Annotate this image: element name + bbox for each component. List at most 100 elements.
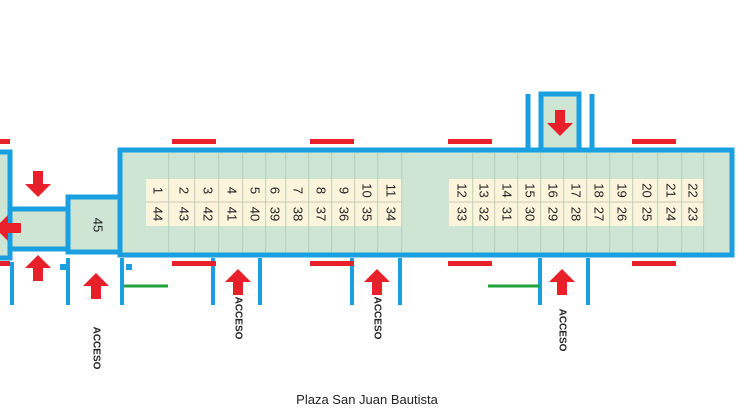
stall-number-bottom: 29 — [546, 207, 561, 221]
access-label: ACCESO — [90, 327, 101, 370]
stall-pair[interactable]: 3 42 — [201, 187, 216, 221]
stall-bank — [146, 179, 402, 226]
stall-number-top: 8 — [314, 187, 329, 194]
stall-number-bottom: 25 — [640, 207, 655, 221]
stall-number: 45 — [91, 218, 106, 232]
stall-bank — [449, 179, 704, 226]
stall-number-bottom: 37 — [314, 207, 329, 221]
marker-top — [632, 139, 676, 144]
stall-number-top: 9 — [337, 187, 352, 194]
stall-number-top: 5 — [248, 187, 263, 194]
bollard — [60, 264, 66, 270]
stall-number-bottom: 30 — [523, 207, 538, 221]
stall-pair[interactable]: 13 32 — [477, 183, 492, 221]
stall-pair[interactable]: 22 23 — [686, 183, 701, 221]
stall-pair[interactable]: 14 31 — [500, 183, 515, 221]
stall-pair[interactable]: 8 37 — [314, 187, 329, 221]
stall-number-bottom: 33 — [455, 207, 470, 221]
stall-number-top: 22 — [686, 183, 701, 197]
arrow-down-icon — [25, 171, 51, 197]
stall-number-top: 6 — [268, 187, 283, 194]
stall-number-bottom: 35 — [360, 207, 375, 221]
stall-number-top: 4 — [225, 187, 240, 194]
stall-number-top: 21 — [664, 183, 679, 197]
stall-number-top: 14 — [500, 183, 515, 197]
access-label: ACCESO — [371, 297, 382, 340]
stall-number-bottom: 34 — [384, 207, 399, 221]
stall-number-top: 2 — [177, 187, 192, 194]
floor-areas — [0, 94, 732, 260]
stall-number-bottom: 24 — [664, 207, 679, 221]
arrow-up-icon — [364, 269, 390, 295]
stall-number-top: 19 — [615, 183, 630, 197]
access-label: ACCESO — [232, 297, 243, 340]
bollard — [126, 264, 132, 270]
stall-number-bottom: 41 — [225, 207, 240, 221]
marker-top — [0, 139, 10, 144]
stall-number-top: 17 — [569, 183, 584, 197]
stall-number-bottom: 36 — [337, 207, 352, 221]
arrow-left-icon — [0, 215, 21, 241]
marker-top — [172, 139, 216, 144]
arrow-up-icon — [25, 255, 51, 281]
stall-pair[interactable]: 10 35 — [360, 183, 375, 221]
stall-pair[interactable]: 6 39 — [268, 187, 283, 221]
stall-number-top: 3 — [201, 187, 216, 194]
stall-number-bottom: 44 — [151, 207, 166, 221]
red-markers — [0, 139, 676, 266]
stall-pair[interactable]: 7 38 — [291, 187, 306, 221]
stall-pair[interactable]: 11 34 — [384, 184, 399, 221]
marker-top — [310, 139, 354, 144]
stall-number-bottom: 43 — [177, 207, 192, 221]
stall-number-bottom: 39 — [268, 207, 283, 221]
stall-number-top: 7 — [291, 187, 306, 194]
street-label: Plaza San Juan Bautista — [296, 392, 438, 407]
stall-pair[interactable]: 9 36 — [337, 187, 352, 221]
stall-number-top: 10 — [360, 183, 375, 197]
stall-number-top: 15 — [523, 183, 538, 197]
stall-number-bottom: 23 — [686, 207, 701, 221]
access-labels: ACCESO ACCESO ACCESO ACCESO — [90, 297, 567, 370]
stall-number-top: 20 — [640, 183, 655, 197]
stall-pair[interactable]: 12 33 — [455, 183, 470, 221]
stall-number-top: 13 — [477, 183, 492, 197]
arrow-up-icon — [225, 269, 251, 295]
stall-pair[interactable]: 540 — [248, 187, 263, 221]
bollards — [60, 264, 132, 270]
west-block-wall — [0, 149, 13, 261]
marker-bottom — [310, 261, 354, 266]
arrow-up-icon — [549, 269, 575, 295]
stall-number-bottom: 27 — [592, 207, 607, 221]
stall-pair[interactable]: 4 41 — [225, 187, 240, 221]
stall-number-bottom: 42 — [201, 207, 216, 221]
stall-number-bottom: 28 — [569, 207, 584, 221]
stall-number-bottom: 26 — [615, 207, 630, 221]
marker-bottom — [0, 261, 10, 266]
stall-number-top: 16 — [546, 183, 561, 197]
access-label: ACCESO — [556, 309, 567, 352]
stall-west[interactable]: 45 — [91, 218, 106, 232]
stall-pair[interactable]: 2 43 — [177, 187, 192, 221]
stall-number-bottom: 32 — [477, 207, 492, 221]
stall-number-bottom: 31 — [500, 207, 515, 221]
entrance-arrows — [0, 110, 575, 299]
stall-number-top: 11 — [384, 184, 399, 198]
marker-bottom — [448, 261, 492, 266]
marker-bottom — [172, 261, 216, 266]
main-hall-wall — [117, 147, 735, 258]
stall-pair[interactable]: 21 24 — [664, 183, 679, 221]
stall-pair[interactable]: 1 44 — [151, 187, 166, 221]
stall-number-bottom: 38 — [291, 207, 306, 221]
marker-top — [448, 139, 492, 144]
entry-hall-floor — [68, 196, 120, 251]
stall-number-top: 12 — [455, 183, 470, 197]
north-annex-wall — [538, 91, 582, 153]
stall-number-top: 1 — [151, 187, 166, 194]
